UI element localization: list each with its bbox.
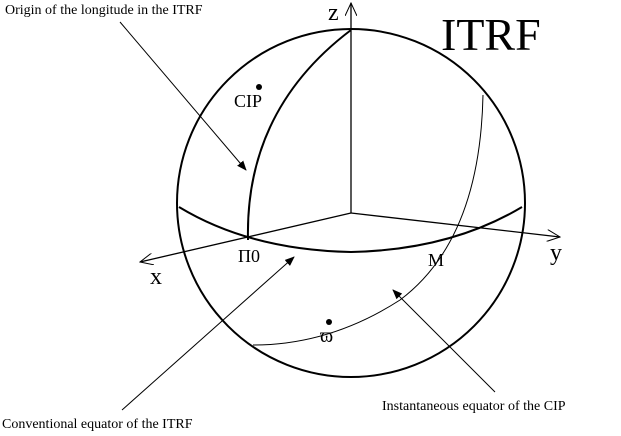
instantaneous-equator-arc — [252, 94, 484, 346]
origin-longitude-pointer — [119, 21, 247, 171]
z-axis-label: z — [328, 0, 339, 26]
y-axis-label: y — [550, 240, 562, 266]
m-label: M — [428, 250, 444, 270]
instantaneous-equator-pointer — [392, 289, 496, 393]
conventional-equator-pointer — [121, 256, 295, 411]
cip-point — [256, 84, 262, 90]
cip-label: CIP — [234, 91, 262, 111]
pi0-label: Π0 — [238, 246, 260, 266]
instantaneous-equator-annotation: Instantaneous equator of the CIP — [382, 399, 566, 414]
itrf-title: ITRF — [441, 9, 541, 60]
conventional-equator-front — [178, 206, 523, 254]
x-axis — [140, 212, 352, 262]
conventional-equator-annotation: Conventional equator of the ITRF — [2, 417, 193, 432]
varpi-point — [326, 319, 332, 325]
y-axis — [350, 212, 560, 237]
origin-meridian-arc — [246, 29, 352, 241]
varpi-label: ϖ — [320, 325, 333, 347]
x-axis-label: x — [150, 264, 162, 290]
origin-longitude-annotation: Origin of the longitude in the ITRF — [5, 3, 203, 18]
